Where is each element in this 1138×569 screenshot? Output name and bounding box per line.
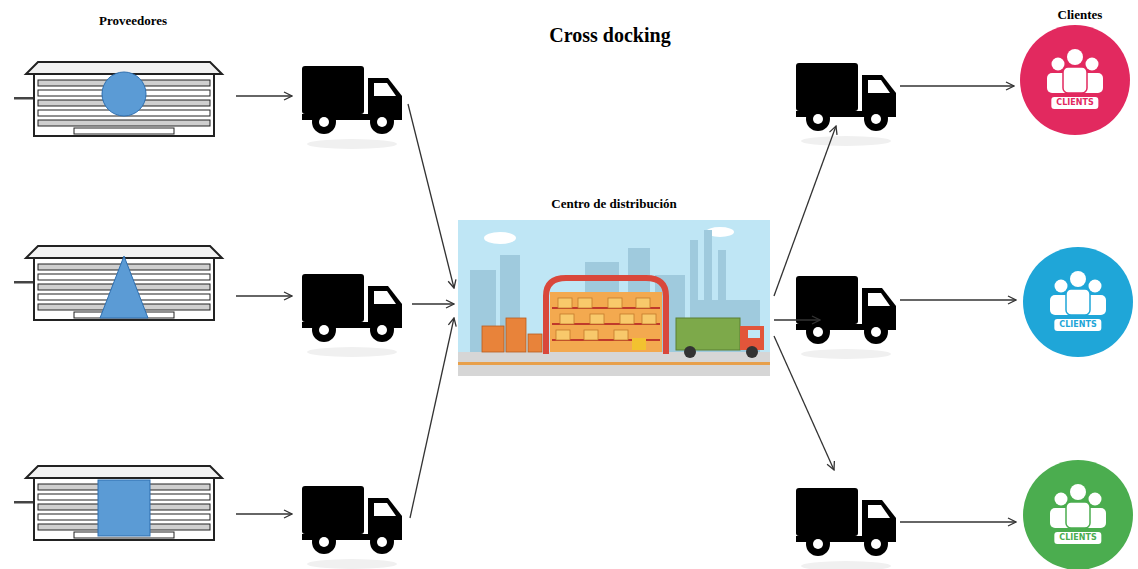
boxes xyxy=(620,314,634,324)
flow-arrow xyxy=(236,295,292,296)
boxes xyxy=(636,298,650,308)
boxes xyxy=(556,330,570,340)
boxes xyxy=(558,298,572,308)
column-heading: Clientes xyxy=(1040,7,1120,23)
client-circle: CLIENTS xyxy=(1023,247,1133,357)
city-silhouette xyxy=(690,300,760,356)
road-line xyxy=(458,362,770,365)
boxes xyxy=(608,298,622,308)
truck-icon xyxy=(302,63,896,569)
distribution-center: Centro de distribución xyxy=(458,194,770,377)
flow-arrow xyxy=(410,318,454,518)
city-silhouette xyxy=(470,270,496,356)
truck-icon xyxy=(796,488,896,569)
diagram-title: Cross docking xyxy=(470,24,750,47)
boxes xyxy=(614,330,628,340)
flow-arrow xyxy=(774,336,834,470)
cloud xyxy=(484,232,516,244)
supplier-building xyxy=(14,466,222,540)
delivery-truck-window xyxy=(748,330,760,338)
boxes xyxy=(556,298,656,340)
client-label: CLIENTS xyxy=(1054,532,1101,544)
wheel xyxy=(746,346,758,358)
box-stack xyxy=(528,334,542,352)
box-stack xyxy=(482,326,504,352)
supplier-square-mark xyxy=(98,480,150,536)
delivery-truck xyxy=(676,318,740,350)
sky-background xyxy=(458,220,770,376)
supplier-triangle-mark xyxy=(100,256,148,318)
wheel xyxy=(684,346,696,358)
ground xyxy=(458,352,770,376)
client-label: CLIENTS xyxy=(1054,319,1101,331)
supplier-building xyxy=(14,466,222,540)
boxes xyxy=(578,298,592,308)
city-silhouette xyxy=(718,250,726,356)
city-silhouette xyxy=(628,248,650,356)
flow-arrow xyxy=(236,513,292,514)
city-silhouette xyxy=(585,262,619,356)
flow-arrow xyxy=(900,299,1016,300)
flow-arrow xyxy=(236,86,1016,522)
delivery-truck-cab xyxy=(740,326,764,350)
boxes xyxy=(590,314,604,324)
warehouse-roof xyxy=(546,278,666,354)
shelves xyxy=(552,339,660,341)
flow-arrow xyxy=(408,104,454,288)
column-heading: Proveedores xyxy=(58,13,208,29)
truck-icon xyxy=(302,486,402,569)
flow-arrow xyxy=(774,126,836,296)
warehouse-wall xyxy=(550,292,662,352)
supplier-circle-mark xyxy=(102,72,146,116)
client-circle: CLIENTS xyxy=(1020,25,1130,135)
city-silhouette xyxy=(690,240,698,356)
truck-icon xyxy=(796,276,896,359)
city-silhouette xyxy=(655,275,685,356)
client-label: CLIENTS xyxy=(1051,97,1098,109)
truck-icon xyxy=(302,66,402,149)
boxes xyxy=(560,314,574,324)
box-stack xyxy=(506,318,526,352)
flow-arrow xyxy=(900,85,1014,86)
shelves xyxy=(552,323,660,325)
flow-arrow xyxy=(412,303,454,304)
warehouse-illustration xyxy=(458,220,770,376)
flow-arrow xyxy=(236,95,292,96)
shelves xyxy=(552,308,660,340)
boxes xyxy=(642,314,656,324)
supplier-building xyxy=(14,62,222,136)
cloud xyxy=(706,227,734,237)
boxes xyxy=(584,330,598,340)
city-silhouette xyxy=(704,230,712,356)
truck-icon xyxy=(302,274,402,357)
supplier-building xyxy=(14,246,222,320)
supplier-building xyxy=(14,246,222,320)
flow-arrow xyxy=(900,521,1016,522)
box-stack xyxy=(482,318,542,352)
shelves xyxy=(552,307,660,309)
city-silhouette xyxy=(470,230,760,356)
node-heading: Centro de distribución xyxy=(458,196,770,212)
forklift xyxy=(632,338,646,350)
supplier-building xyxy=(14,62,222,136)
client-circle: CLIENTS xyxy=(1023,460,1133,569)
city-silhouette xyxy=(500,255,520,356)
flow-arrow xyxy=(774,319,820,320)
truck-icon xyxy=(796,63,896,146)
